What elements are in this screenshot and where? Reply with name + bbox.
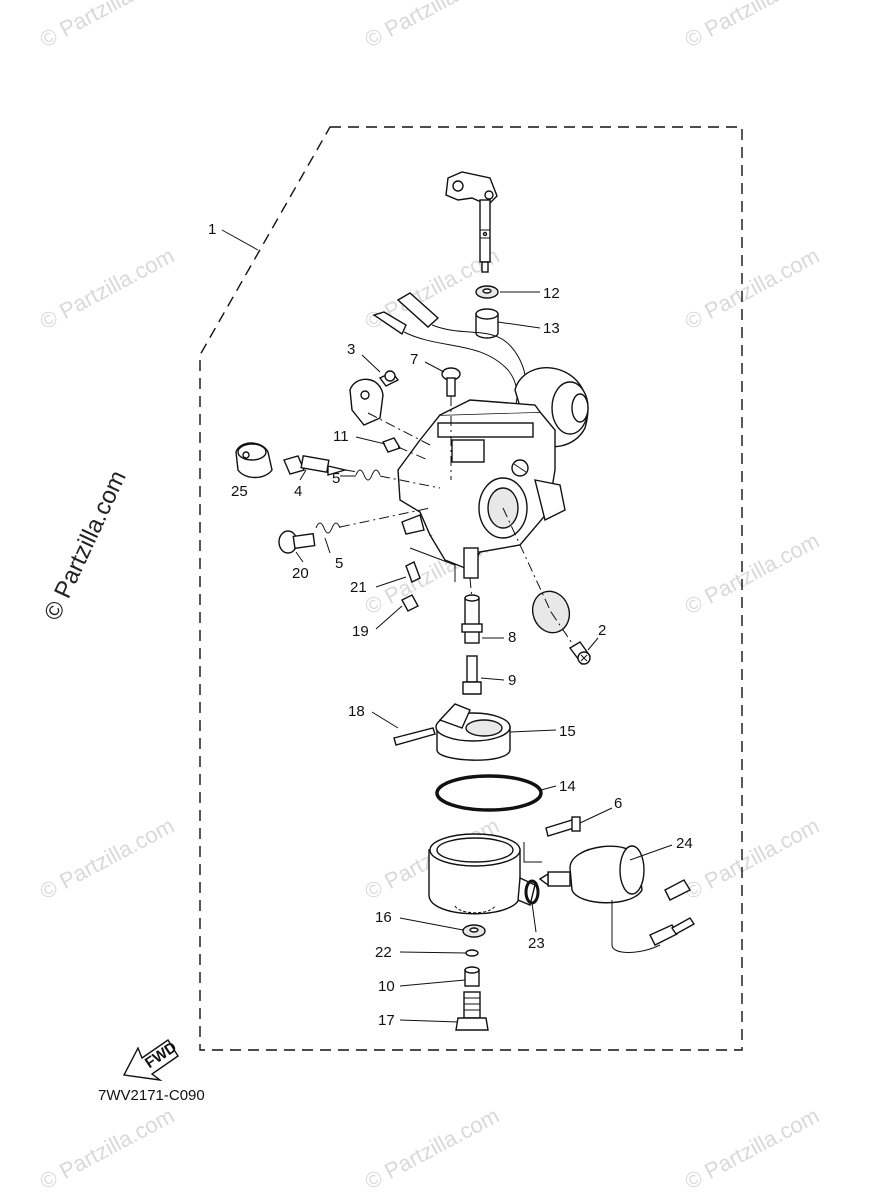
fwd-arrow-icon: FWD: [122, 1039, 180, 1082]
watermark: © Partzilla.com: [36, 243, 179, 335]
callout-1: 1: [208, 221, 216, 238]
callout-20: 20: [292, 565, 309, 582]
needle-21: [405, 547, 456, 583]
cap-25: [235, 442, 273, 479]
callout-19: 19: [352, 623, 369, 640]
watermark: © Partzilla.com: [36, 813, 179, 905]
watermark: © Partzilla.com: [36, 0, 179, 52]
callout-8: 8: [508, 629, 516, 646]
watermark: © Partzilla.com: [681, 0, 824, 52]
callout-3: 3: [347, 341, 355, 358]
watermark: © Partzilla.com: [681, 528, 824, 620]
callout-2: 2: [598, 622, 606, 639]
callout-9: 9: [508, 672, 516, 689]
callout-25: 25: [231, 483, 248, 500]
callout-24: 24: [676, 835, 693, 852]
bushing-13: [475, 308, 499, 339]
throttle-shaft: [445, 171, 498, 273]
callout-18: 18: [348, 703, 365, 720]
washer-16: [462, 924, 486, 938]
carb-wires: [372, 292, 527, 426]
pilot-screw-4: [283, 455, 359, 476]
callout-21: 21: [350, 579, 367, 596]
drain-bolt-17: [455, 991, 489, 1031]
callout-16: 16: [375, 909, 392, 926]
o-ring-22: [465, 949, 479, 957]
watermark: © Partzilla.com: [681, 1103, 824, 1195]
leader-lines: [221, 229, 673, 1023]
screw-20: [278, 507, 431, 554]
callout-11: 11: [333, 428, 349, 445]
main-nozzle-8: [461, 577, 483, 644]
clip-19: [401, 594, 419, 612]
callout-14: 14: [559, 778, 576, 795]
watermark: © Partzilla.com: [36, 1103, 179, 1195]
screw-6: [545, 816, 581, 837]
float-15: [435, 703, 511, 761]
float-bowl: [428, 833, 542, 915]
watermark-layer: © Partzilla.com © Partzilla.com © Partzi…: [36, 0, 824, 1194]
gasket-14: [435, 774, 543, 812]
callout-5: 5: [332, 470, 340, 487]
callout-13: 13: [543, 320, 560, 337]
jet-10: [464, 966, 480, 987]
main-jet-9: [462, 655, 482, 695]
callout-6: 6: [614, 795, 622, 812]
watermark: © Partzilla.com: [361, 0, 504, 52]
carburetor-body: [397, 367, 589, 579]
solenoid-24: [538, 845, 696, 953]
spring-5b: [315, 522, 341, 534]
diagram-code: 7WV2171-C090: [98, 1087, 205, 1104]
washer-12: [475, 285, 499, 299]
plate-and-screw-2: [502, 507, 591, 666]
callout-10: 10: [378, 978, 395, 995]
callout-7: 7: [410, 351, 418, 368]
assembly-outline: [199, 126, 743, 1051]
watermark: © Partzilla.com: [681, 243, 824, 335]
pin-18: [393, 727, 436, 746]
watermark: © Partzilla.com: [681, 813, 824, 905]
watermark: © Partzilla.com: [361, 1103, 504, 1195]
callout-15: 15: [559, 723, 576, 740]
part-11: [382, 437, 429, 461]
callout-12: 12: [543, 285, 560, 302]
callout-labels: 1 12 13 3 7 11 25 4 5 5 20 21 19 8 2 9 1…: [208, 221, 693, 1029]
screw-7: [441, 367, 461, 480]
spring-5a: [355, 469, 441, 489]
side-watermark: © Partzilla.com: [39, 467, 132, 625]
callout-22: 22: [375, 944, 392, 961]
callout-17: 17: [378, 1012, 395, 1029]
callout-23: 23: [528, 935, 545, 952]
screw-3: [349, 370, 431, 446]
callout-4: 4: [294, 483, 302, 500]
callout-5: 5: [335, 555, 343, 572]
